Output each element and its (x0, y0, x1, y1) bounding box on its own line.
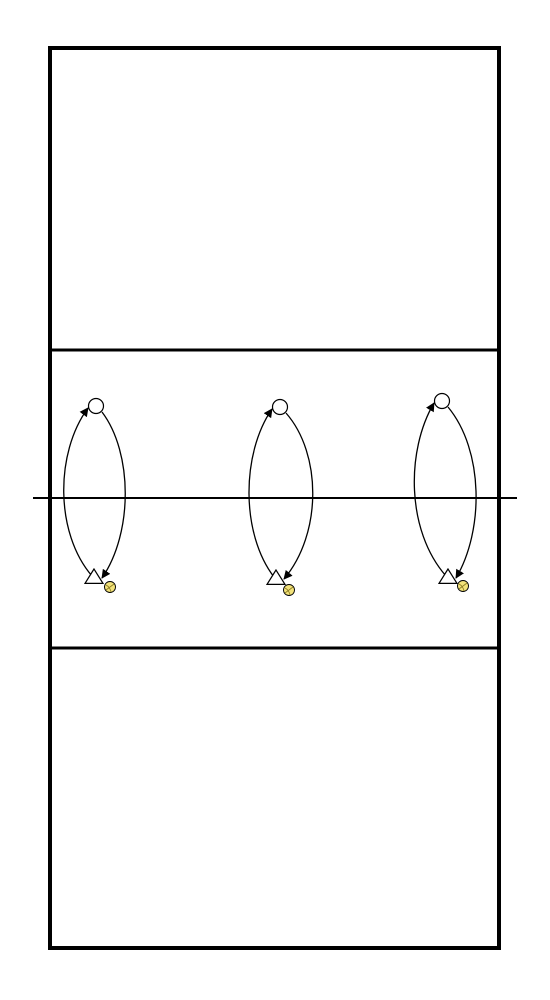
pass-arrow-up (248, 408, 275, 578)
player-triangle-icon (83, 567, 105, 585)
ball-seam (284, 586, 294, 594)
ball-seam (458, 582, 468, 590)
group-center (248, 398, 314, 596)
player-circle-icon (87, 397, 105, 415)
pass-arrow-up (413, 402, 447, 577)
group-left (63, 397, 126, 593)
pass-arrow-up (63, 407, 93, 577)
player-circle-icon (271, 398, 289, 416)
player-circle-icon (433, 392, 451, 410)
group-right (413, 392, 477, 592)
volleyball-icon (104, 581, 116, 593)
volleyball-icon (283, 584, 295, 596)
ball-seam (105, 583, 115, 591)
drill-groups (63, 392, 477, 596)
player-triangle-icon (265, 568, 287, 586)
pass-arrow-down (447, 406, 477, 579)
player-triangle-icon (437, 567, 459, 585)
pass-arrow-down (283, 412, 314, 580)
volleyball-icon (457, 580, 469, 592)
pass-arrow-down (101, 411, 126, 579)
court (33, 46, 517, 950)
